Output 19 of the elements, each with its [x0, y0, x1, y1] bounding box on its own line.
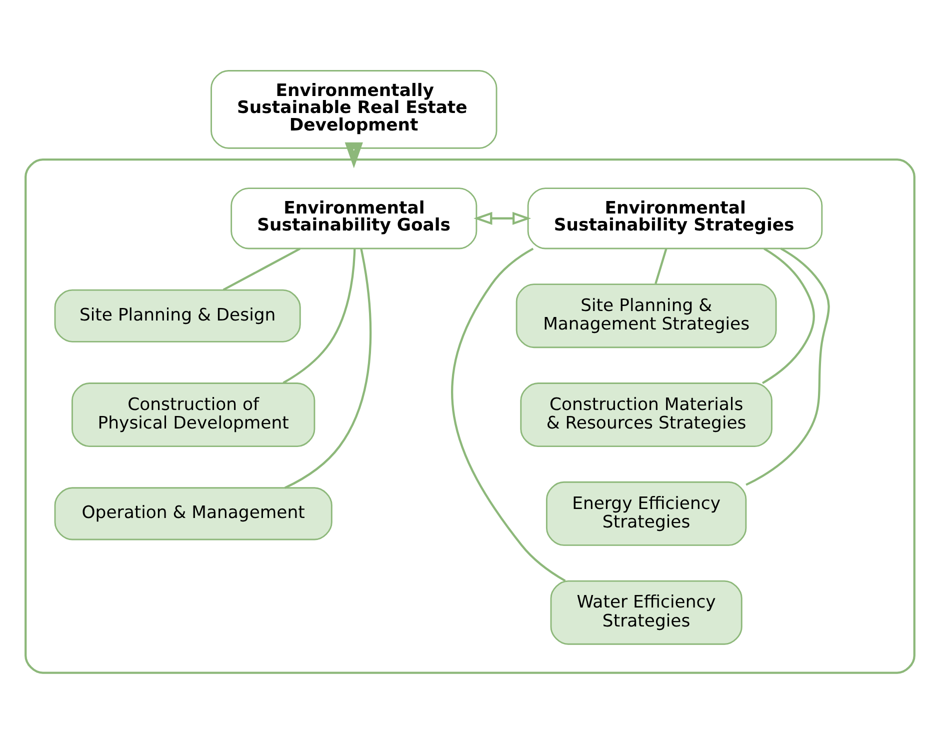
connector — [282, 248, 356, 384]
cluster — [24, 158, 916, 674]
node-box: Water Efficiency Strategies — [550, 580, 742, 644]
node-box: Construction of Physical Development — [72, 382, 316, 447]
arrow — [344, 142, 363, 168]
node-box: Site Planning & Design — [54, 288, 301, 342]
node-box: Environmental Sustainability Goals — [230, 187, 478, 249]
connector — [654, 248, 668, 284]
connector — [222, 247, 301, 290]
connector — [451, 247, 566, 582]
node-box: Operation & Management — [54, 486, 332, 540]
node-box: Construction Materials & Resources Strategies — [520, 382, 772, 447]
connector — [284, 248, 372, 488]
node-box: Site Planning & Management Strategies — [516, 283, 777, 348]
arrow — [474, 211, 532, 224]
node-box: Energy Efficiency Strategies — [546, 480, 747, 546]
node-box: Environmental Sustainability Strategies — [527, 187, 823, 249]
connector — [762, 247, 815, 384]
connector — [746, 247, 830, 486]
